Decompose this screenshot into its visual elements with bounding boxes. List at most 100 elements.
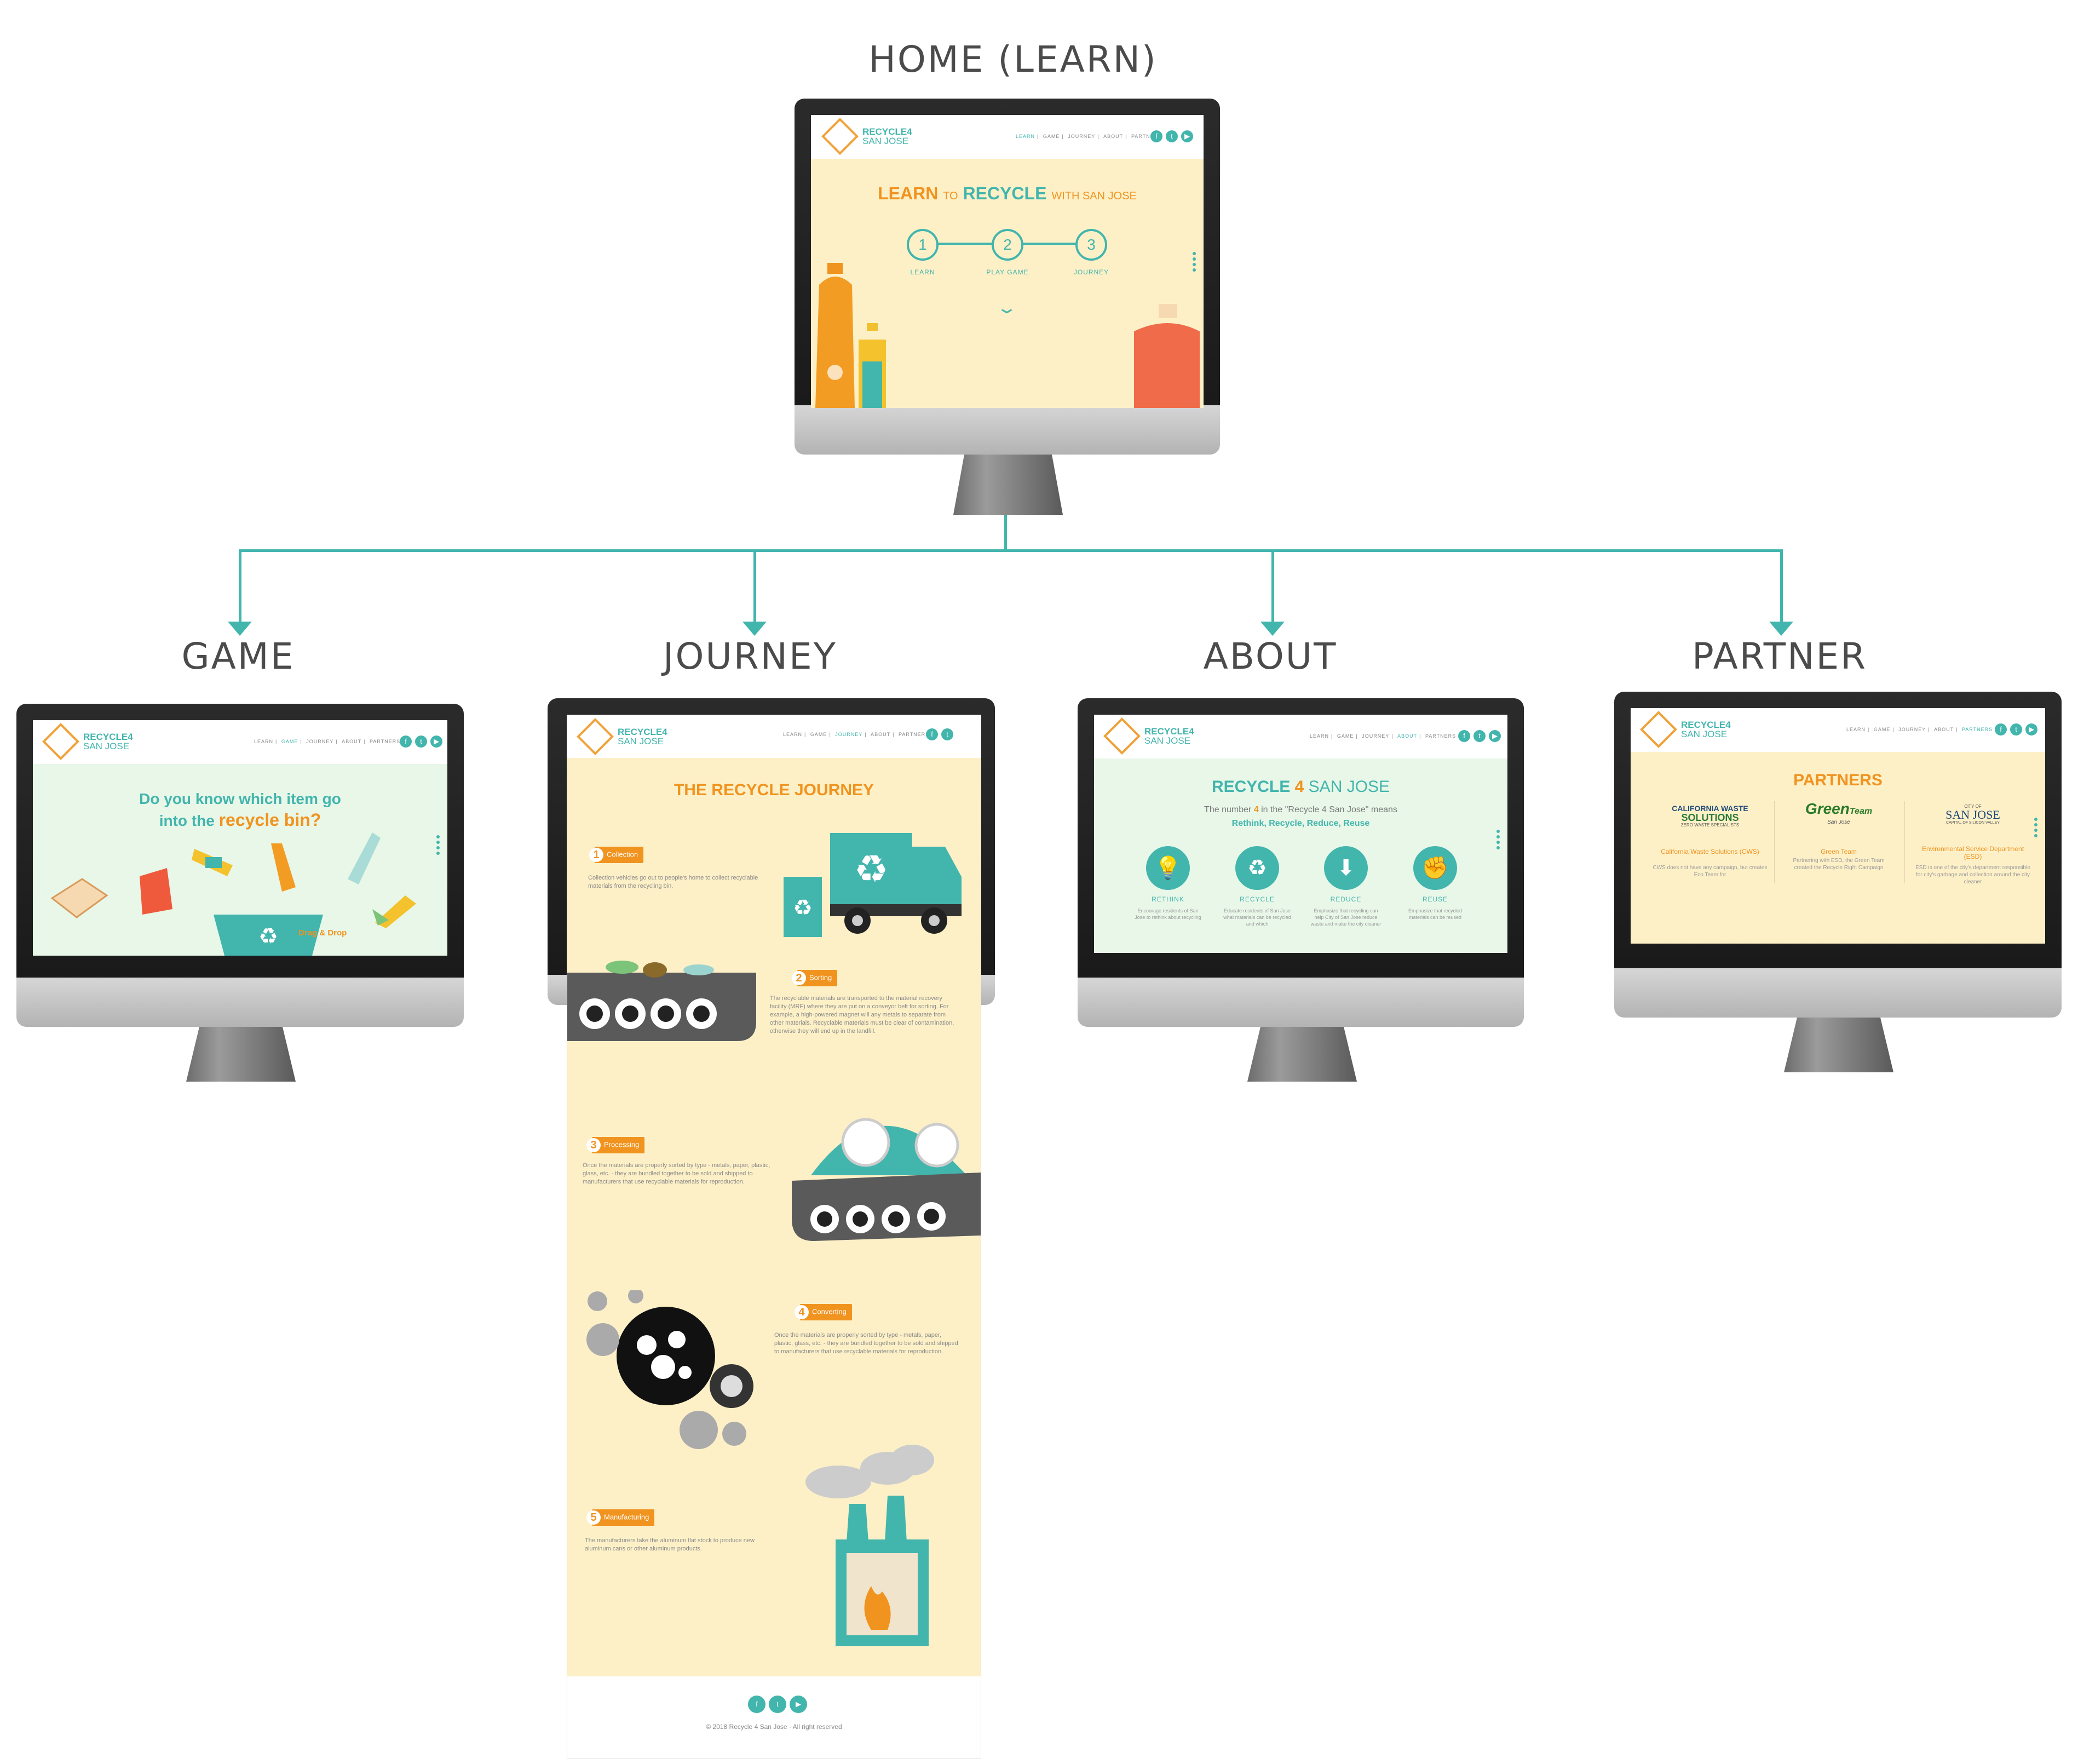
partners-title: PARTNERS — [1793, 771, 1883, 789]
nav-about[interactable]: ABOUT — [1934, 727, 1954, 732]
nav-about[interactable]: ABOUT — [1103, 134, 1124, 139]
arrow-journey — [742, 622, 767, 636]
nav-game[interactable]: GAME — [1337, 733, 1354, 739]
twitter-icon[interactable]: t — [415, 736, 427, 748]
facebook-icon[interactable]: f — [1150, 130, 1162, 142]
twitter-icon[interactable]: t — [941, 728, 953, 740]
youtube-icon[interactable]: ▶ — [1181, 130, 1193, 142]
nav-journey[interactable]: JOURNEY — [1362, 733, 1390, 739]
youtube-icon[interactable]: ▶ — [430, 736, 442, 748]
logo-line2: SAN JOSE — [862, 136, 909, 146]
nav-partners[interactable]: PARTNERS — [1961, 727, 1993, 732]
orange-bottle-icon — [815, 263, 855, 408]
home-section-title: HOME (LEARN) — [868, 38, 1158, 81]
nav-about[interactable]: ABOUT — [871, 732, 891, 737]
recycle-bin-icon: ♻ — [214, 915, 323, 956]
corn-husk-icon[interactable] — [372, 890, 422, 928]
facebook-icon[interactable]: f — [400, 736, 412, 748]
recycle-icon: ♻ — [1235, 846, 1279, 890]
nav-partners[interactable]: PARTNERS — [369, 739, 401, 744]
step-5-text: The manufacturers take the aluminum flat… — [585, 1537, 755, 1552]
logo-line1: RECYCLE4 — [862, 127, 912, 137]
pizza-box-icon[interactable] — [49, 876, 110, 920]
connector-about — [1271, 549, 1274, 623]
reuse-label: REUSE — [1422, 895, 1448, 903]
nav-journey[interactable]: JOURNEY — [1898, 727, 1926, 732]
step-1-text: Collection vehicles go out to people's h… — [588, 875, 758, 889]
facebook-icon[interactable]: f — [748, 1696, 765, 1713]
nav-learn[interactable]: LEARN — [1016, 134, 1035, 139]
copyright-text: © 2018 Recycle 4 San Jose · All right re… — [706, 1723, 842, 1731]
nav-journey[interactable]: JOURNEY — [1068, 134, 1096, 139]
logo-diamond-icon — [821, 118, 859, 155]
green-team-logo[interactable]: GreenTeam San Jose — [1805, 800, 1873, 826]
nav-learn[interactable]: LEARN — [254, 739, 274, 744]
nav-partners[interactable]: PARTNERS — [1131, 134, 1162, 139]
nav-game[interactable]: GAME — [810, 732, 827, 737]
step-2-circle[interactable]: 2 — [992, 229, 1023, 261]
youtube-icon[interactable]: ▶ — [790, 1696, 807, 1713]
gears-icon — [586, 1290, 753, 1449]
processing-machine-icon — [792, 1118, 981, 1241]
youtube-icon[interactable]: ▶ — [2025, 723, 2037, 736]
svg-text:♻: ♻ — [854, 847, 889, 892]
nav-game[interactable]: GAME — [1873, 727, 1891, 732]
twitter-icon[interactable]: t — [1166, 130, 1178, 142]
youtube-icon[interactable]: ▶ — [1489, 730, 1501, 742]
facebook-icon[interactable]: f — [926, 728, 938, 740]
cws-name: California Waste Solutions (CWS) — [1661, 848, 1759, 855]
about-title: RECYCLE 4 SAN JOSE — [1211, 778, 1390, 796]
rethink-label: RETHINK — [1152, 895, 1184, 903]
journey-title: THE RECYCLE JOURNEY — [674, 781, 874, 799]
nav-learn[interactable]: LEARN — [1310, 733, 1329, 739]
plastic-bottle-icon[interactable] — [345, 832, 383, 887]
mustard-bottle-icon[interactable] — [192, 838, 241, 882]
nav-about[interactable]: ABOUT — [342, 739, 362, 744]
scroll-down-chevron-icon[interactable]: ⌄ — [995, 299, 1018, 317]
down-arrow-icon: ⬇ — [1324, 846, 1368, 890]
step-3-circle[interactable]: 3 — [1075, 229, 1107, 261]
cws-logo[interactable]: CALIFORNIA WASTE SOLUTIONS ZERO WASTE SP… — [1672, 804, 1748, 828]
nav-journey[interactable]: JOURNEY — [835, 732, 863, 737]
nav-journey[interactable]: JOURNEY — [306, 739, 334, 744]
twitter-icon[interactable]: t — [1473, 730, 1486, 742]
step-1-circle[interactable]: 1 — [907, 229, 939, 261]
logo-diamond-icon — [577, 718, 614, 755]
reduce-desc: Emphasize that recycling can help City o… — [1310, 908, 1382, 927]
facebook-icon[interactable]: f — [1995, 723, 2007, 736]
nav-about[interactable]: ABOUT — [1397, 733, 1418, 739]
twitter-icon[interactable]: t — [2010, 723, 2022, 736]
nav-partners[interactable]: PARTNERS — [1425, 733, 1457, 739]
home-headline: LEARN TO RECYCLE WITH SAN JOSE — [878, 183, 1137, 203]
nav-learn[interactable]: LEARN — [1846, 727, 1866, 732]
san-jose-logo[interactable]: CITY OF SAN JOSE CAPITAL OF SILICON VALL… — [1945, 804, 2000, 825]
nav-game[interactable]: GAME — [1043, 134, 1060, 139]
arrow-game — [228, 622, 252, 636]
red-jug-icon[interactable] — [134, 863, 172, 917]
orange-bottle-small-icon[interactable] — [266, 843, 298, 893]
connector-game — [239, 549, 241, 623]
recycle-desc: Educate residents of San Jose what mater… — [1223, 908, 1291, 927]
facebook-icon[interactable]: f — [1458, 730, 1470, 742]
nav-learn[interactable]: LEARN — [783, 732, 803, 737]
journey-section-title: JOURNEY — [663, 635, 837, 677]
reuse-desc: Emphasize that recycled materials can be… — [1408, 908, 1463, 920]
step-2-label: PLAY GAME — [986, 268, 1029, 276]
factory-icon — [805, 1445, 934, 1646]
about-section-title: ABOUT — [1203, 635, 1338, 677]
twitter-icon[interactable]: t — [769, 1696, 786, 1713]
step-2-text: The recyclable materials are transported… — [770, 995, 954, 1035]
nav-game[interactable]: GAME — [281, 739, 298, 744]
nav-partners[interactable]: PARTNERS — [898, 732, 930, 737]
step-1-label: LEARN — [910, 268, 935, 276]
